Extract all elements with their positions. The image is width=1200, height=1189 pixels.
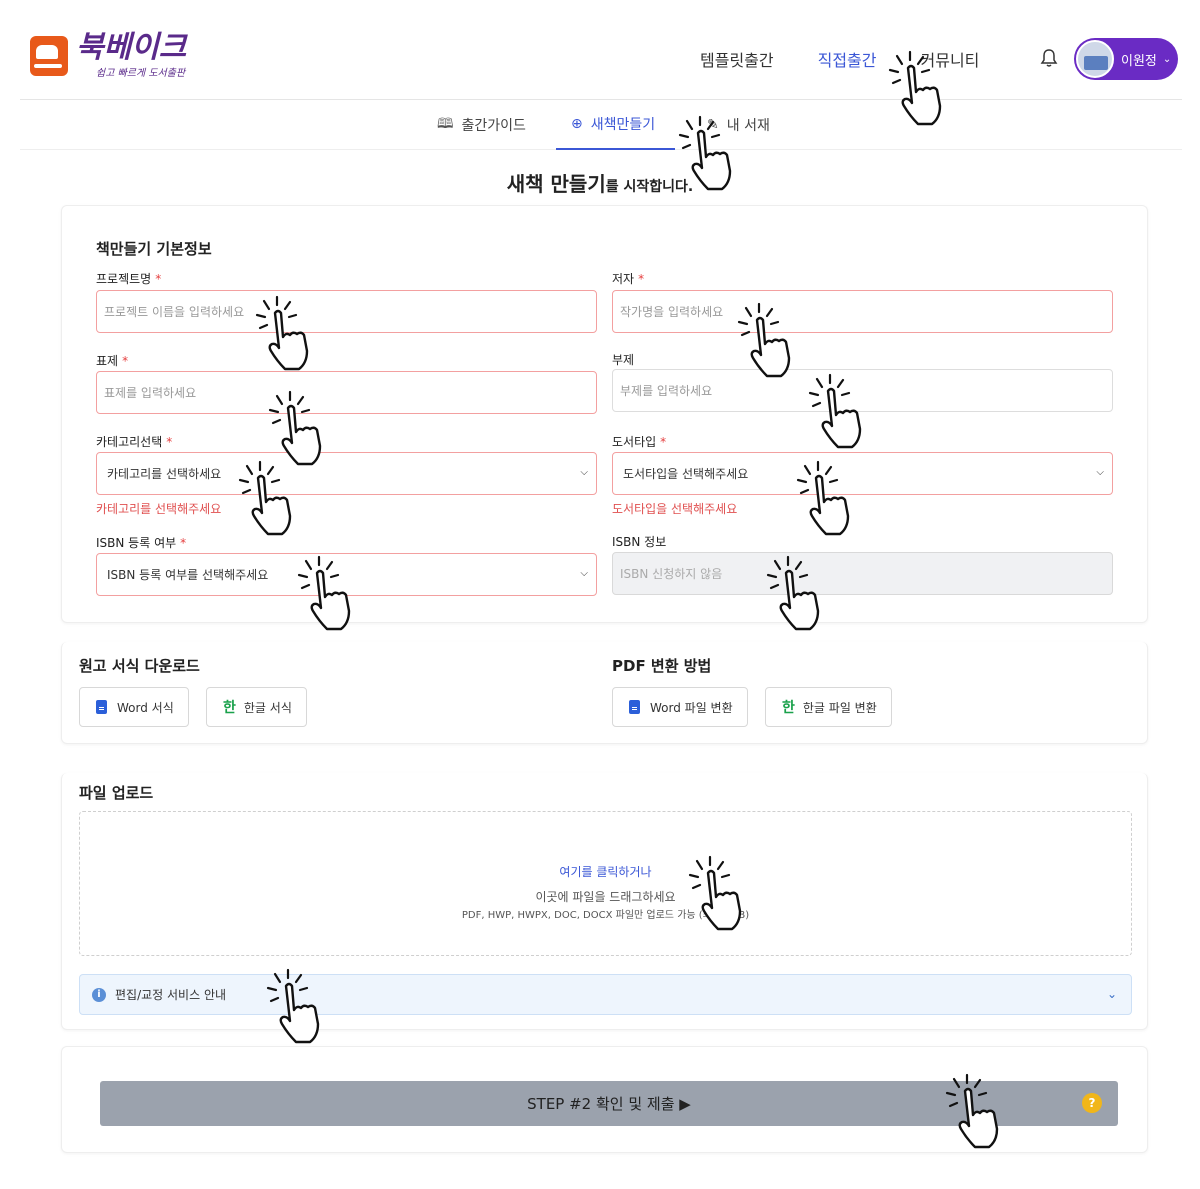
plus-circle-icon: ⊕ — [571, 116, 583, 132]
subtitle-label: 부제 — [612, 353, 635, 367]
word-doc-icon — [629, 700, 640, 714]
isbn-reg-label: ISBN 등록 여부* — [96, 536, 187, 550]
nav-item-direct[interactable]: 직접출간 — [817, 51, 877, 70]
isbn-info-label: ISBN 정보 — [612, 535, 667, 549]
book-type-select[interactable]: 도서타입을 선택해주세요 ⌵ — [612, 452, 1113, 495]
step-card: STEP #2 확인 및 제출 ▶ ? — [61, 1046, 1148, 1153]
word-template-button[interactable]: Word 서식 — [79, 687, 189, 727]
isbn-reg-select[interactable]: ISBN 등록 여부를 선택해주세요 ⌵ — [96, 553, 597, 596]
step-submit-button[interactable]: STEP #2 확인 및 제출 ▶ ? — [100, 1081, 1118, 1126]
isbn-info-input: ISBN 신청하지 않음 — [612, 552, 1113, 595]
basic-info-card: 책만들기 기본정보 프로젝트명* 프로젝트 이름을 입력하세요 저자* 작가명을… — [61, 205, 1148, 623]
hangul-icon: 한 — [782, 700, 795, 716]
upload-card: 파일 업로드 여기를 클릭하거나 이곳에 파일을 드래그하세요 PDF, HWP… — [61, 773, 1148, 1030]
book-open-icon: 🕮 — [437, 116, 454, 132]
profile-menu[interactable]: 이원정 ⌄ — [1074, 38, 1178, 80]
editing-service-accordion[interactable]: i 편집/교정 서비스 안내 ⌄ — [79, 974, 1132, 1015]
project-label: 프로젝트명* — [96, 272, 162, 286]
chevron-down-icon: ⌵ — [580, 568, 588, 579]
chevron-down-icon: ⌵ — [580, 467, 588, 478]
author-input[interactable]: 작가명을 입력하세요 — [612, 290, 1113, 333]
header: 북베이크 쉽고 빠르게 도서출판 템플릿출간 직접출간 커뮤니티 이원정 ⌄ — [20, 0, 1182, 100]
brand-logo[interactable]: 북베이크 쉽고 빠르게 도서출판 — [30, 32, 186, 79]
tab-new-book[interactable]: ⊕ 새책만들기 — [556, 100, 675, 150]
download-card: 원고 서식 다운로드 Word 서식 한 한글 서식 PDF 변환 방법 Wor… — [61, 642, 1148, 744]
word-convert-button[interactable]: Word 파일 변환 — [612, 687, 748, 727]
dropzone-click-text: 여기를 클릭하거나 — [559, 865, 652, 879]
subtitle-input[interactable]: 부제를 입력하세요 — [612, 369, 1113, 412]
nav-item-template[interactable]: 템플릿출간 — [700, 51, 774, 70]
sub-nav: 🕮 출간가이드 ⊕ 새책만들기 ✎ 내 서재 — [20, 100, 1182, 150]
help-icon[interactable]: ? — [1082, 1093, 1102, 1113]
book-type-label: 도서타입* — [612, 435, 667, 449]
pdf-title: PDF 변환 방법 — [612, 657, 712, 675]
hangul-template-button[interactable]: 한 한글 서식 — [206, 687, 307, 727]
nav-item-community[interactable]: 커뮤니티 — [920, 51, 980, 70]
title-label: 표제* — [96, 354, 129, 368]
tab-publish-guide[interactable]: 🕮 출간가이드 — [437, 100, 526, 150]
profile-name: 이원정 — [1121, 53, 1157, 69]
bread-icon — [30, 36, 68, 76]
author-label: 저자* — [612, 272, 645, 286]
chevron-down-icon: ⌄ — [1106, 987, 1117, 1001]
category-label: 카테고리선택* — [96, 435, 173, 449]
dropzone-drag-text: 이곳에 파일을 드래그하세요 — [535, 890, 676, 904]
tab-my-library[interactable]: ✎ 내 서재 — [707, 117, 770, 134]
page-title: 새책 만들기를 시작합니다. — [506, 172, 694, 196]
brand-subtitle: 쉽고 빠르게 도서출판 — [96, 68, 186, 79]
dropzone-formats-text: PDF, HWP, HWPX, DOC, DOCX 파일만 업로드 가능 (최대… — [461, 910, 750, 921]
main-nav: 템플릿출간 직접출간 커뮤니티 — [700, 47, 979, 71]
pen-icon: ✎ — [707, 117, 719, 133]
hangul-icon: 한 — [223, 700, 236, 716]
avatar — [1076, 40, 1114, 78]
chevron-down-icon: ⌄ — [1162, 53, 1172, 65]
chevron-down-icon: ⌵ — [1096, 467, 1104, 478]
basic-info-title: 책만들기 기본정보 — [96, 240, 212, 258]
hangul-convert-button[interactable]: 한 한글 파일 변환 — [765, 687, 892, 727]
title-input[interactable]: 표제를 입력하세요 — [96, 371, 597, 414]
file-dropzone[interactable]: 여기를 클릭하거나 이곳에 파일을 드래그하세요 PDF, HWP, HWPX,… — [79, 811, 1132, 956]
category-select[interactable]: 카테고리를 선택하세요 ⌵ — [96, 452, 597, 495]
category-error: 카테고리를 선택해주세요 — [96, 502, 222, 516]
bell-icon[interactable] — [1040, 48, 1058, 68]
book-type-error: 도서타입을 선택해주세요 — [612, 502, 738, 516]
project-name-input[interactable]: 프로젝트 이름을 입력하세요 — [96, 290, 597, 333]
upload-title: 파일 업로드 — [79, 784, 154, 802]
info-icon: i — [92, 987, 106, 1002]
word-doc-icon — [96, 700, 107, 714]
download-title: 원고 서식 다운로드 — [79, 657, 200, 675]
brand-title: 북베이크 — [76, 30, 187, 65]
